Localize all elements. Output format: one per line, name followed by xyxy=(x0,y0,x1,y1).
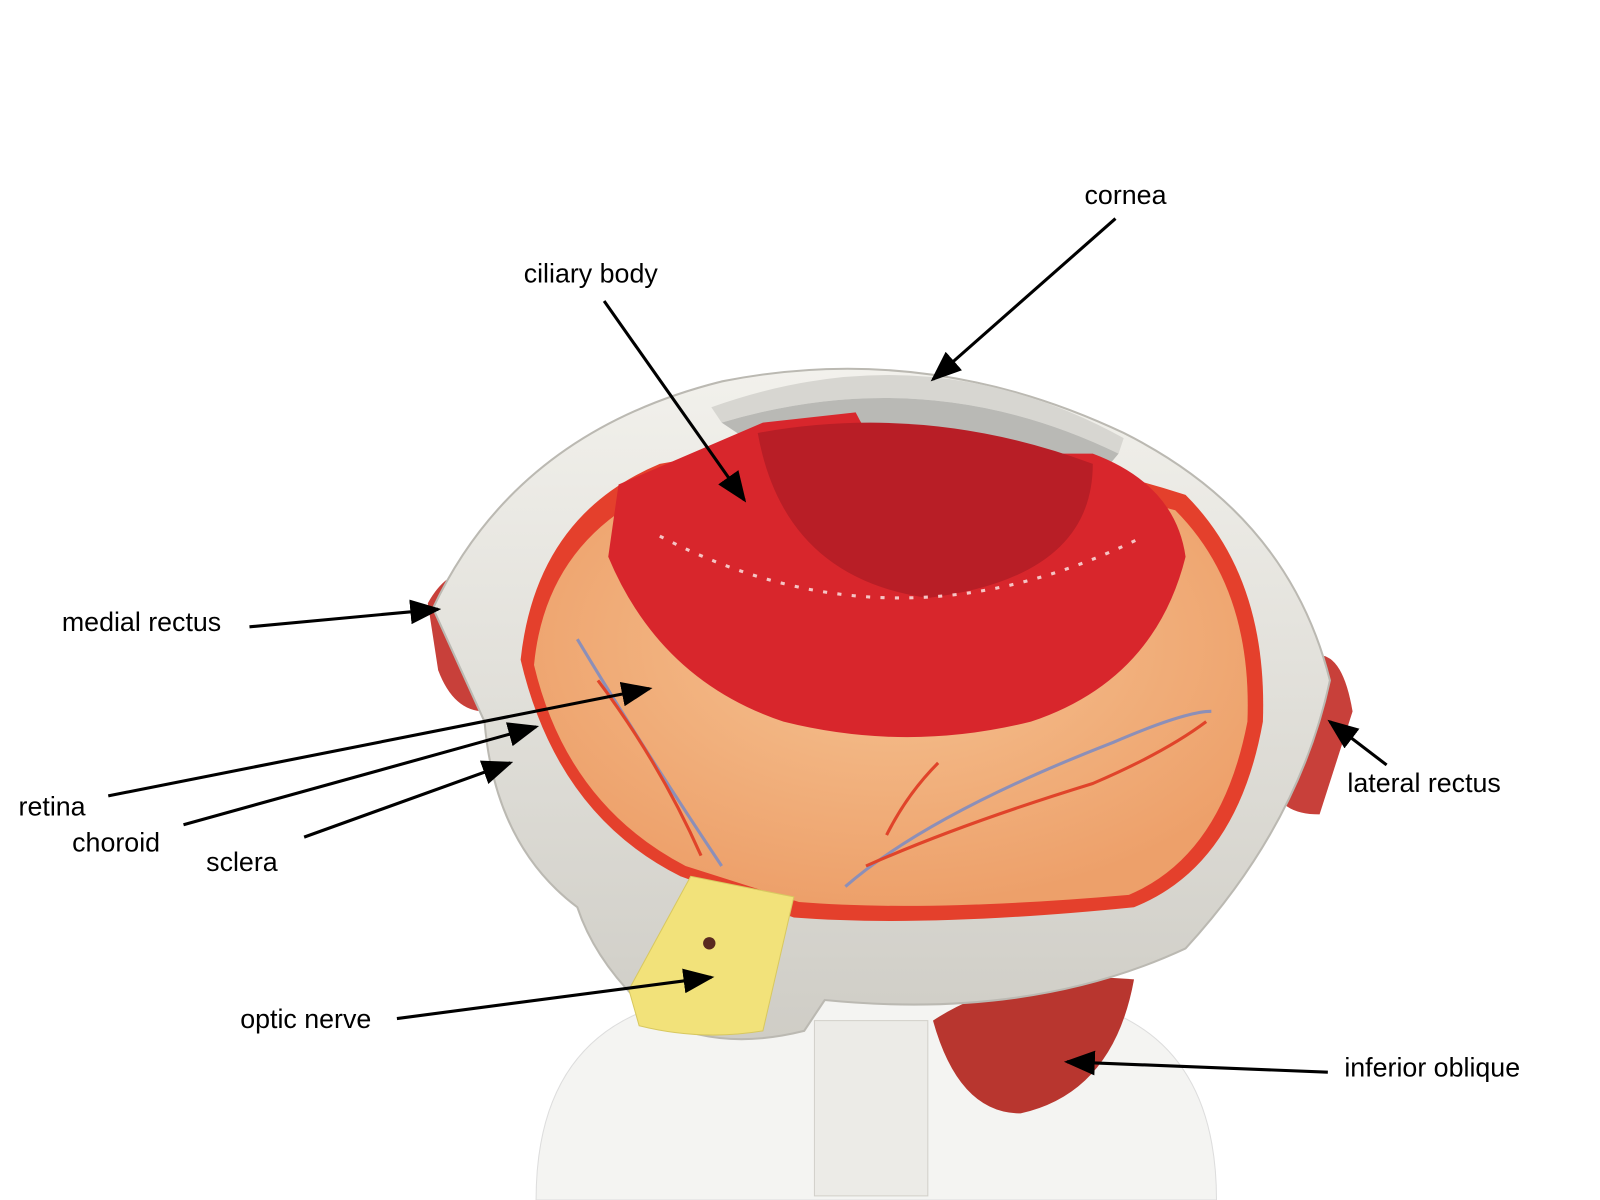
arrow xyxy=(303,760,514,839)
arrow xyxy=(602,300,747,503)
arrow xyxy=(1063,1050,1328,1076)
arrow xyxy=(249,599,442,629)
label-text: choroid xyxy=(72,828,160,858)
label-text: inferior oblique xyxy=(1344,1052,1520,1082)
label-ciliary-body: ciliary body xyxy=(524,258,747,503)
label-cornea: cornea xyxy=(930,180,1167,382)
label-sclera: sclera xyxy=(206,760,514,877)
label-optic-nerve: optic nerve xyxy=(240,968,715,1034)
ciliary-body-shape xyxy=(608,412,1186,738)
label-inferior-oblique: inferior oblique xyxy=(1063,1050,1520,1082)
blood-vessels xyxy=(575,638,1212,888)
label-lateral-rectus: lateral rectus xyxy=(1327,719,1501,798)
inferior-oblique-muscle xyxy=(932,977,1135,1114)
arrow xyxy=(930,217,1117,382)
label-medial-rectus: medial rectus xyxy=(62,599,442,637)
optic-nerve-shape xyxy=(628,875,795,1036)
arrow xyxy=(396,968,715,1021)
label-text: ciliary body xyxy=(524,258,659,288)
arrow xyxy=(107,681,653,798)
arrow xyxy=(1327,719,1388,767)
label-text: medial rectus xyxy=(62,607,221,637)
cornea-shape xyxy=(711,375,1124,454)
label-text: lateral rectus xyxy=(1347,768,1500,798)
label-text: optic nerve xyxy=(240,1004,371,1034)
label-retina: retina xyxy=(19,681,653,821)
label-text: cornea xyxy=(1085,180,1167,210)
optic-nerve-vessel xyxy=(703,937,716,950)
label-text: sclera xyxy=(206,847,278,877)
label-text: retina xyxy=(19,791,86,821)
arrow xyxy=(183,722,540,827)
label-choroid: choroid xyxy=(72,722,540,858)
